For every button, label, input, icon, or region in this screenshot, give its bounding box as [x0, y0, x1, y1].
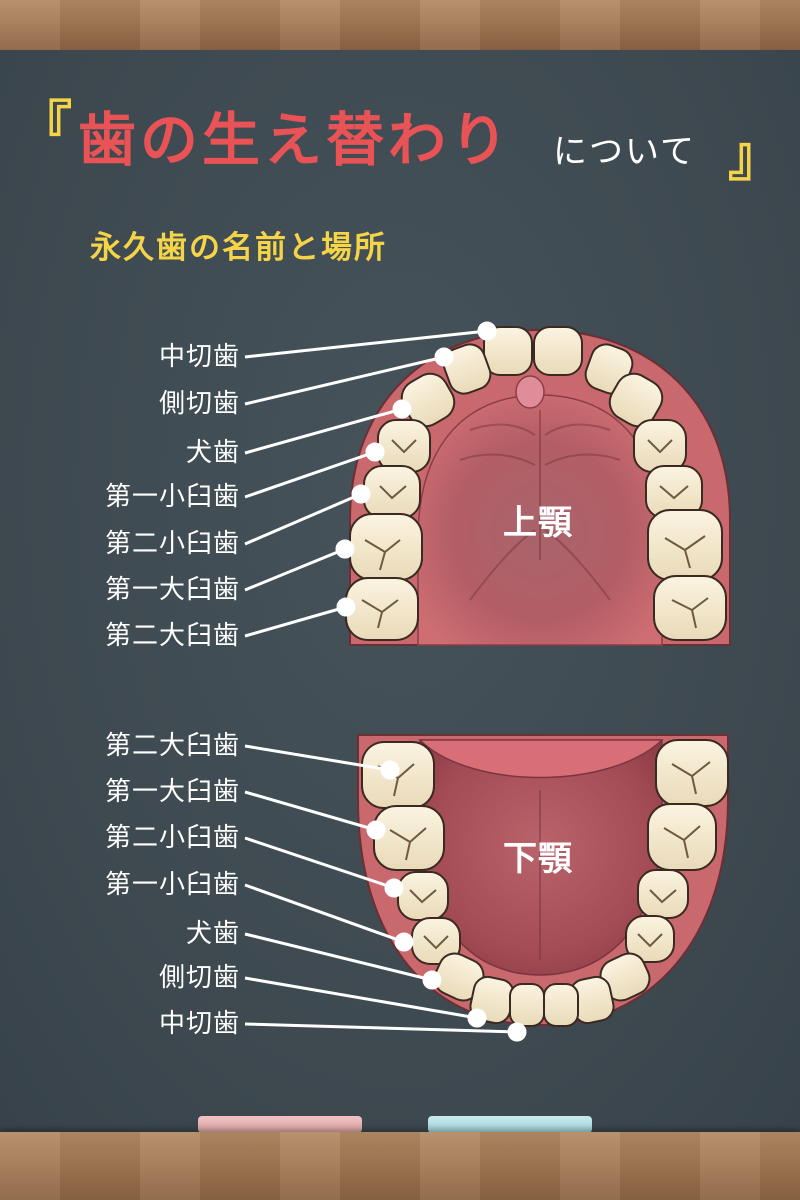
wood-frame-bottom	[0, 1132, 800, 1200]
lower-molar-fissures	[377, 761, 711, 950]
upper-label-central-incisor: 中切歯	[158, 342, 240, 372]
upper-label-first-molar: 第一大臼歯	[104, 575, 240, 605]
upper-label-second-premolar: 第二小臼歯	[104, 529, 240, 559]
lower-label-lateral-incisor: 側切歯	[158, 963, 240, 993]
upper-first-premolar-left	[377, 419, 431, 473]
open-bracket: 『	[18, 95, 72, 158]
upper-label-first-premolar: 第一小臼歯	[104, 482, 240, 512]
lower-jaw-label: 下顎	[503, 839, 573, 879]
upper-first-molar-right	[647, 509, 723, 581]
lower-central-incisor-right	[543, 983, 579, 1027]
upper-first-premolar-right	[633, 419, 687, 473]
upper-label-second-molar: 第二大臼歯	[104, 621, 240, 651]
lower-jaw	[357, 734, 729, 1027]
upper-label-canine: 犬歯	[185, 438, 240, 468]
upper-teeth	[345, 326, 727, 641]
upper-leader-lines	[244, 321, 497, 638]
lower-first-premolar-right	[625, 915, 675, 963]
blue-chalk	[428, 1116, 592, 1133]
lower-second-premolar-right	[637, 869, 689, 919]
lower-second-molar-right	[655, 739, 729, 807]
incisive-papilla	[515, 375, 545, 409]
close-bracket: 』	[728, 125, 782, 188]
page-title: 歯の生え替わり	[78, 106, 513, 174]
lower-second-premolar-left	[397, 871, 449, 921]
upper-first-molar-left	[349, 513, 423, 581]
upper-second-premolar-left	[363, 465, 421, 519]
lower-central-incisor-left	[509, 983, 545, 1027]
upper-lateral-incisor-left	[442, 343, 492, 395]
upper-jaw	[345, 326, 731, 646]
palate-ridges	[459, 410, 621, 601]
upper-second-molar-left	[345, 577, 419, 641]
lower-label-second-molar: 第二大臼歯	[104, 731, 240, 761]
lower-label-canine: 犬歯	[185, 919, 240, 949]
upper-central-incisor-left	[483, 326, 533, 376]
upper-label-lateral-incisor: 側切歯	[158, 389, 240, 419]
upper-canine-right	[608, 372, 664, 428]
upper-lip-edge	[418, 739, 664, 779]
upper-molar-fissures	[361, 439, 709, 629]
lower-first-molar-left	[373, 805, 445, 871]
wood-frame-top	[0, 0, 800, 50]
lower-label-second-premolar: 第二小臼歯	[104, 823, 240, 853]
lower-label-first-molar: 第一大臼歯	[104, 777, 240, 807]
upper-central-incisor-right	[533, 326, 583, 376]
lower-leader-lines	[244, 744, 527, 1042]
lower-teeth	[361, 739, 729, 1027]
section-subtitle: 永久歯の名前と場所	[90, 230, 387, 266]
lower-label-central-incisor: 中切歯	[158, 1009, 240, 1039]
title-row: 『 歯の生え替わり について 』	[18, 100, 788, 190]
lower-first-molar-right	[647, 803, 717, 871]
lower-label-first-premolar: 第一小臼歯	[104, 870, 240, 900]
pink-chalk	[198, 1116, 362, 1133]
upper-jaw-label: 上顎	[503, 503, 573, 543]
page-title-suffix: について	[553, 132, 696, 172]
